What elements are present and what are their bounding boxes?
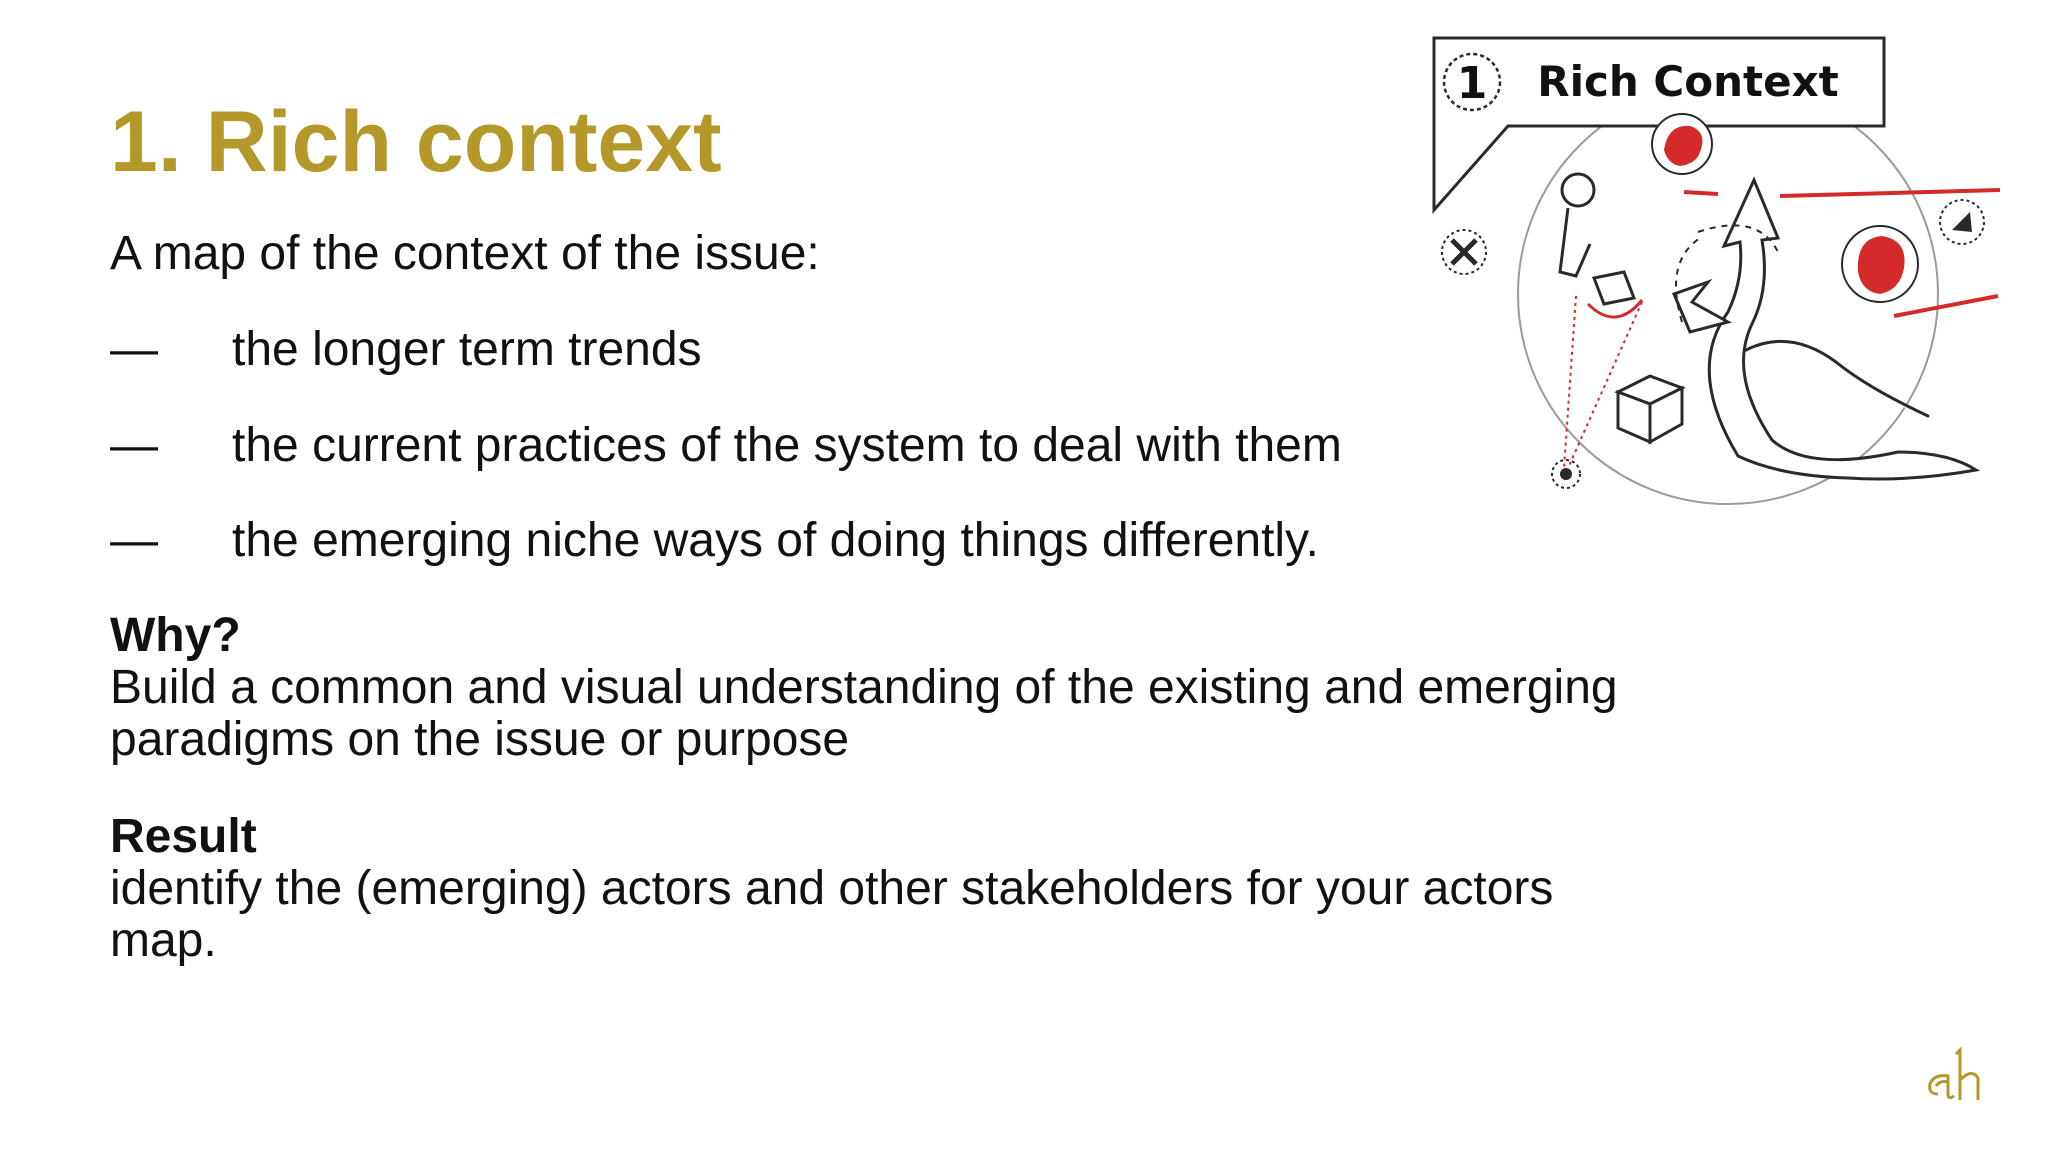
- brand-logo: [1924, 1040, 1994, 1110]
- bullet-item: — the current practices of the system to …: [110, 418, 1342, 474]
- bullet-marker: —: [110, 323, 158, 376]
- ah-monogram-icon: [1928, 1046, 1980, 1100]
- bullet-text: the longer term trends: [232, 323, 702, 376]
- stakeholder-head-icon: [1841, 225, 1919, 303]
- result-section: Result identify the (emerging) actors an…: [110, 811, 1670, 967]
- why-body: Build a common and visual understanding …: [110, 661, 1618, 766]
- why-section: Why? Build a common and visual understan…: [110, 610, 1670, 766]
- step-number: 1: [1457, 58, 1488, 109]
- stakeholder-head-icon: [1651, 113, 1713, 175]
- person-at-laptop-icon: [1558, 172, 1644, 319]
- trend-arrow-icon: [1671, 176, 1981, 481]
- pin-icon: [1551, 459, 1581, 489]
- why-heading: Why?: [110, 609, 241, 662]
- bullet-text: the current practices of the system to d…: [232, 419, 1342, 472]
- intro-text: A map of the context of the issue:: [110, 227, 820, 280]
- bullet-item: — the emerging niche ways of doing things…: [110, 513, 1319, 569]
- triangle-icon: [1939, 199, 1985, 245]
- cube-icon: [1614, 374, 1686, 445]
- close-icon: [1441, 229, 1487, 275]
- result-heading: Result: [110, 810, 257, 863]
- bullet-marker: —: [110, 419, 158, 472]
- bullet-item: — the longer term trends: [110, 322, 702, 378]
- illustration-label: Rich Context: [1537, 57, 1838, 106]
- step-number-circle: [1442, 52, 1502, 112]
- bullet-marker: —: [110, 514, 158, 567]
- rich-context-illustration: 1 Rich Context: [1428, 32, 2004, 506]
- bullet-text: the emerging niche ways of doing things …: [232, 514, 1319, 567]
- result-body: identify the (emerging) actors and other…: [110, 862, 1554, 967]
- slide-title: 1. Rich context: [110, 94, 722, 190]
